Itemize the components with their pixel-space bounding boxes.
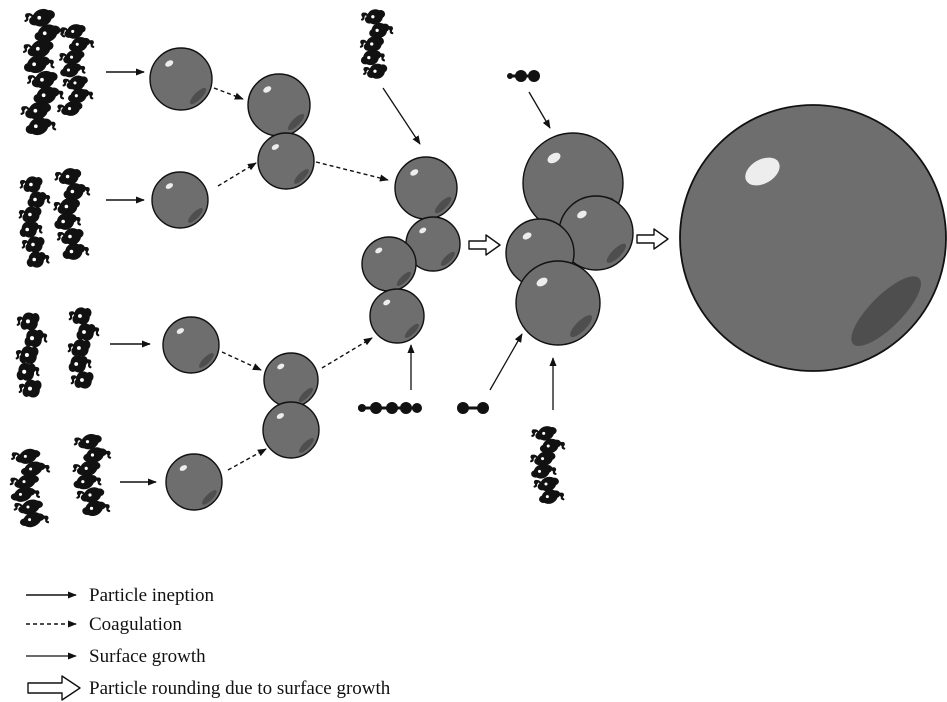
chain-molecule-3 (507, 70, 540, 82)
soot-particle (257, 132, 315, 190)
pah-molecules (9, 8, 566, 528)
pah-molecule (530, 426, 566, 504)
coagulation-arrow (227, 448, 267, 471)
pah-molecule (67, 307, 100, 389)
coagulation-arrow (213, 87, 244, 100)
soot-particle (165, 453, 223, 511)
soot-particle (149, 47, 213, 111)
soot-particle (151, 171, 209, 229)
rounding-arrow (468, 234, 501, 256)
soot-particle (262, 401, 320, 459)
soot-particle (515, 260, 601, 346)
legend-rounding-arrow (27, 675, 81, 701)
pah-molecule (20, 8, 66, 136)
rounding-arrow (636, 228, 669, 250)
coagulation-arrow (321, 337, 373, 369)
legend-rounding-label: Particle rounding due to surface growth (89, 678, 391, 699)
pah-molecule (57, 24, 95, 116)
soot-particle (369, 288, 425, 344)
pah-molecule (15, 312, 48, 398)
soot-particles (149, 47, 947, 511)
legend-coagulation-label: Coagulation (89, 614, 182, 635)
chain-molecule-2 (457, 402, 489, 414)
pah-molecule (18, 176, 51, 268)
surface-growth-arrow (382, 87, 421, 145)
soot-particle (263, 352, 319, 408)
soot-particle (162, 316, 220, 374)
pah-molecule (359, 9, 394, 79)
coagulation-arrow (221, 351, 262, 371)
pah-molecule (72, 433, 112, 517)
chain-molecule-1 (358, 402, 422, 414)
coagulation-arrow (315, 161, 389, 182)
soot-particle (679, 104, 947, 372)
legend-surface-growth-label: Surface growth (89, 646, 206, 667)
surface-growth-arrow (528, 91, 551, 129)
legend: Particle ineption Coagulation Surface gr… (26, 585, 391, 701)
coagulation-arrow (217, 162, 257, 187)
legend-inception-label: Particle ineption (89, 585, 215, 606)
soot-particle (361, 236, 417, 292)
pah-molecule (53, 168, 91, 260)
soot-particle (247, 73, 311, 137)
surface-growth-arrow (489, 333, 523, 391)
soot-particle (394, 156, 458, 220)
pah-molecule (9, 448, 51, 528)
